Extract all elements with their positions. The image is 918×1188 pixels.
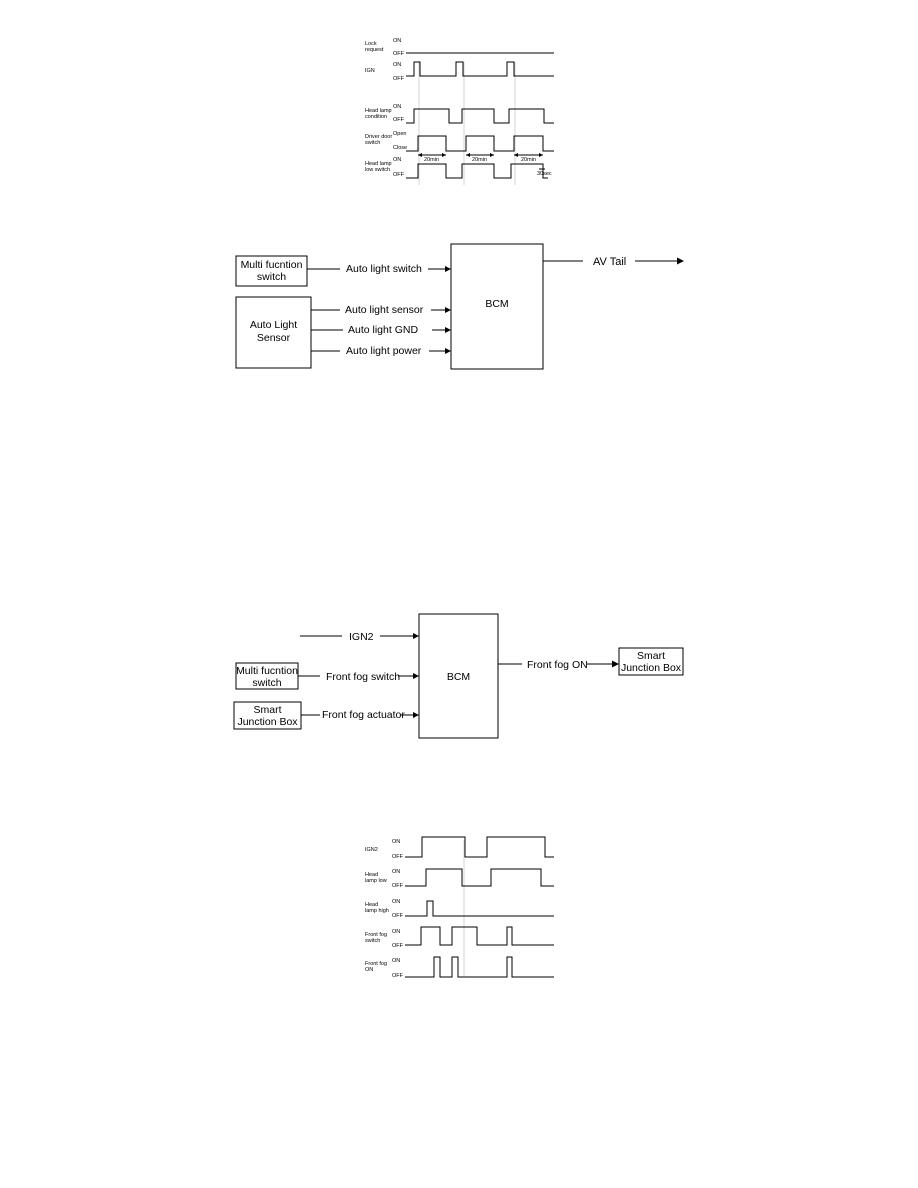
row-label-ign2: IGN2: [365, 847, 378, 853]
duration-label: 20min: [521, 157, 536, 163]
row-label-head-lamp-low-switch-1: Head lamp: [365, 161, 392, 167]
box-label: switch: [257, 271, 286, 283]
level-off: OFF: [393, 117, 405, 123]
level-on: ON: [392, 899, 400, 905]
row-label-head-lamp-condition-1: Head lamp: [365, 108, 392, 114]
arrowhead: [445, 307, 451, 313]
row-label-head-lamp-condition-2: condition: [365, 114, 387, 120]
row-label-head-lamp-high-1: Head: [365, 902, 378, 908]
level-on: ON: [393, 62, 401, 68]
row-label-head-lamp-low-1: Head: [365, 872, 378, 878]
arrowhead: [413, 673, 419, 679]
bcm-label: BCM: [485, 298, 508, 310]
signal-label: IGN2: [349, 631, 374, 643]
arrowhead: [413, 633, 419, 639]
box-label: Sensor: [257, 332, 291, 344]
driver-door-switch-waveform: [406, 135, 554, 152]
level-off: OFF: [393, 172, 405, 178]
row-label-head-lamp-low-switch-2: low switch: [365, 167, 390, 173]
row-label-front-fog-switch-2: switch: [365, 938, 380, 944]
smart-junction-box-right: [618, 647, 684, 676]
level-off: OFF: [393, 51, 405, 57]
arrowhead: [445, 327, 451, 333]
ign-waveform: [406, 61, 554, 77]
box-label: Junction Box: [237, 716, 298, 728]
row-label-front-fog-on-2: ON: [365, 967, 373, 973]
timing-chart-1: Lock request ON OFF IGN ON OFF Head lamp…: [365, 38, 554, 185]
auto-light-sensor-box: [235, 296, 312, 369]
row-label-front-fog-switch-1: Front fog: [365, 932, 387, 938]
duration-label: 20min: [472, 157, 487, 163]
head-lamp-low-switch-waveform: [406, 163, 548, 179]
level-on: ON: [393, 104, 401, 110]
arrowhead: [612, 660, 619, 668]
multi-function-switch-box: [235, 255, 308, 287]
short-duration-label: 30sec: [537, 171, 552, 177]
row-label-head-lamp-high-2: lamp high: [365, 908, 389, 914]
arrowhead: [677, 257, 684, 265]
level-off: OFF: [392, 913, 404, 919]
row-label-driver-door-switch-1: Driver door: [365, 134, 392, 140]
signal-label: Auto light GND: [348, 324, 418, 336]
row-label-lock-request-2: request: [365, 47, 384, 53]
level-on: ON: [392, 929, 400, 935]
signal-label: Auto light sensor: [345, 304, 424, 316]
box-label: Smart: [637, 650, 665, 662]
arrowhead: [445, 348, 451, 354]
box-label: switch: [252, 677, 281, 689]
level-off: OFF: [392, 973, 404, 979]
level-off: OFF: [392, 943, 404, 949]
duration-marker: 20min: [466, 153, 494, 163]
level-on: ON: [393, 157, 401, 163]
box-label: Multi fucntion: [241, 259, 303, 271]
level-off: OFF: [392, 854, 404, 860]
level-open: Open: [393, 131, 406, 137]
timing-chart-2: IGN2 ON OFF Head lamp low ON OFF Head la…: [365, 836, 554, 979]
head-lamp-low-waveform: [405, 868, 554, 887]
signal-label: Auto light switch: [346, 263, 422, 275]
front-fog-switch-waveform: [405, 926, 554, 946]
level-close: Close: [393, 145, 407, 151]
box-label: Multi fucntion: [236, 665, 298, 677]
level-on: ON: [393, 38, 401, 44]
duration-marker: 20min: [418, 153, 446, 163]
row-label-front-fog-on-1: Front fog: [365, 961, 387, 967]
level-on: ON: [392, 869, 400, 875]
signal-label: Front fog actuator: [322, 709, 405, 721]
row-label-lock-request-1: Lock: [365, 41, 377, 47]
output-label: AV Tail: [593, 256, 626, 268]
box-label: Auto Light: [250, 319, 297, 331]
row-label-ign: IGN: [365, 68, 375, 74]
level-off: OFF: [393, 76, 405, 82]
arrowhead: [413, 712, 419, 718]
bcm-box: [418, 613, 499, 739]
level-off: OFF: [392, 883, 404, 889]
ign2-waveform: [405, 836, 554, 858]
front-fog-on-waveform: [405, 956, 554, 978]
block-diagram-1: Multi fucntion switch Auto Light Sensor …: [235, 243, 684, 370]
duration-marker: 20min: [514, 153, 543, 163]
box-label: Junction Box: [621, 662, 682, 674]
duration-label: 20min: [424, 157, 439, 163]
bcm-box: [450, 243, 544, 370]
row-label-head-lamp-low-2: lamp low: [365, 878, 387, 884]
row-label-driver-door-switch-2: switch: [365, 140, 380, 146]
level-on: ON: [392, 839, 400, 845]
head-lamp-high-waveform: [405, 900, 554, 917]
box-label: Smart: [253, 704, 281, 716]
smart-junction-box-left: [233, 701, 302, 730]
level-on: ON: [392, 958, 400, 964]
output-label: Front fog ON: [527, 659, 588, 671]
bcm-label: BCM: [447, 671, 470, 683]
block-diagram-2: BCM IGN2 Multi fucntion switch Front fog…: [233, 613, 684, 739]
head-lamp-condition-waveform: [406, 108, 554, 124]
arrowhead: [445, 266, 451, 272]
signal-label: Auto light power: [346, 345, 422, 357]
signal-label: Front fog switch: [326, 671, 400, 683]
